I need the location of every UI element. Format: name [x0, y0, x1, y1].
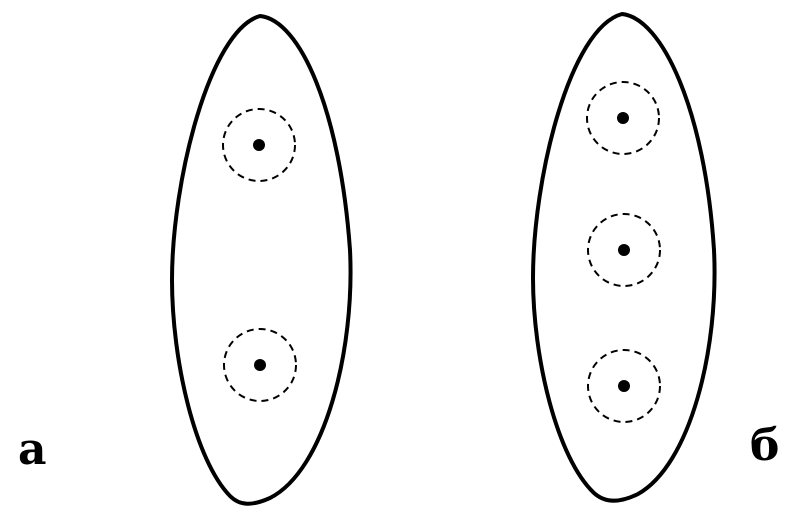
panel-label-b: б: [750, 420, 779, 471]
panel-a: а: [18, 16, 351, 504]
nucleus-dot: [618, 380, 630, 392]
panel-label-a: а: [18, 424, 47, 475]
nucleus-dot: [254, 359, 266, 371]
panel-b: б: [533, 14, 779, 501]
nucleus-spot: [588, 214, 660, 286]
cell-outline-b: [533, 14, 715, 501]
nucleus-spot: [224, 329, 296, 401]
nucleus-dot: [618, 244, 630, 256]
cell-outline-a: [172, 16, 351, 504]
nucleus-spot: [587, 82, 659, 154]
nucleus-spot: [588, 350, 660, 422]
nucleus-dot: [253, 139, 265, 151]
nucleus-spot: [223, 109, 295, 181]
nucleus-dot: [617, 112, 629, 124]
